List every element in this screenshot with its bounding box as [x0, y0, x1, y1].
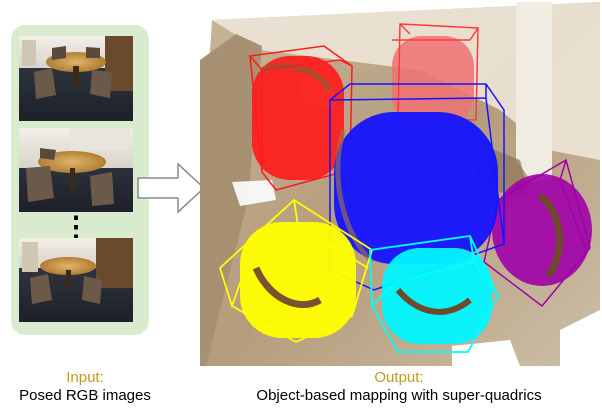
flow-arrow — [137, 162, 206, 214]
superquadric-yellow — [218, 198, 374, 344]
ellipsis-text: ⋮ — [62, 211, 90, 242]
input-image-3 — [19, 238, 133, 322]
output-caption-body: Object-based mapping with super-quadrics — [256, 387, 542, 404]
superquadric-pink — [392, 23, 479, 126]
ellipsis: ⋮ — [62, 211, 90, 242]
input-caption: Input: Posed RGB images — [0, 369, 170, 405]
input-caption-body: Posed RGB images — [19, 387, 151, 404]
input-image-1 — [19, 36, 133, 121]
input-caption-heading: Input: — [66, 369, 104, 386]
superquadric-cyan — [369, 235, 500, 353]
input-image-2 — [19, 128, 133, 212]
output-caption: Output: Object-based mapping with super-… — [196, 369, 602, 405]
superquadric-purple — [483, 158, 592, 308]
output-caption-heading: Output: — [374, 369, 424, 386]
